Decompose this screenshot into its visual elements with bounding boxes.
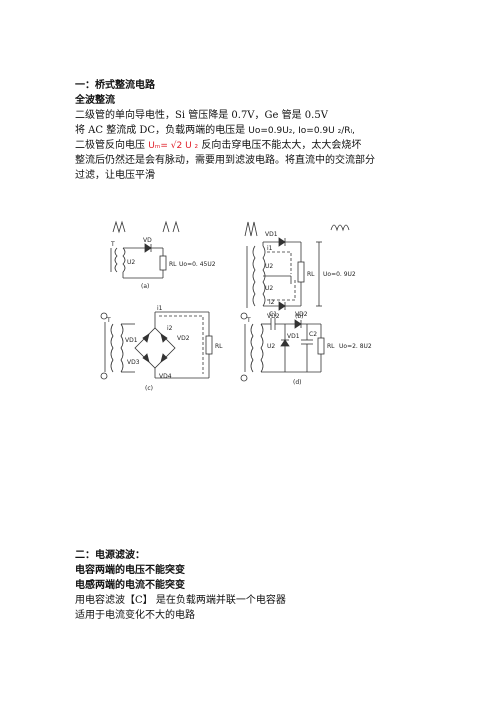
label-T-d: T	[246, 317, 251, 324]
label-T-c: T	[106, 317, 111, 324]
label-RL-d: RL	[327, 343, 335, 350]
section1-subtitle: 全波整流	[75, 95, 115, 106]
reverse-voltage-formula: Uₘ= √2 U ₂	[148, 141, 199, 151]
section1-line5: 过滤，让电压平滑	[75, 170, 155, 181]
output-wave-b	[330, 224, 350, 232]
section1-line4: 整流后仍然还是会有脉动，需要用到滤波电路。将直流中的交流部分	[75, 155, 375, 166]
label-C1-d: C1	[269, 311, 277, 318]
label-i1-b: i1	[267, 245, 273, 252]
label-VD3-c: VD3	[127, 359, 140, 366]
label-RL-a: RL	[169, 261, 177, 268]
output-wave-a	[162, 220, 180, 233]
label-Uo-a: Uo=0. 45U2	[179, 261, 216, 268]
section2-line1: 电容两端的电压不能突变	[75, 565, 185, 576]
circuit-c	[100, 311, 213, 380]
label-U2-b-bottom: U2	[265, 285, 273, 292]
section2-title: 二：电源滤波：	[75, 550, 145, 561]
rectifier-circuits-figure: T VD U2 RL Uo=0. 45U2 (a) VD1 i1 U2 U2 i…	[100, 220, 372, 392]
label-U2-d: U2	[267, 343, 275, 350]
label-VD4-c: VD4	[159, 373, 172, 380]
label-i2-b: i2	[269, 299, 275, 306]
section2-line4: 适用于电流变化不大的电路	[75, 610, 195, 621]
section1-line2: 将 AC 整流成 DC，负载两端的电压是 Uo=0.9U₂, Io=0.9U ₂…	[75, 123, 475, 139]
label-c: (c)	[145, 385, 153, 392]
section2-line3: 用电容滤波【C】 是在负载两端并联一个电容器	[75, 595, 286, 606]
circuit-b	[244, 221, 350, 311]
section1-line2-text: 将 AC 整流成 DC，负载两端的电压是	[75, 125, 249, 136]
circuit-d	[240, 312, 325, 382]
section1-line3-tail: 反向击穿电压不能太大，太大会烧坏	[198, 140, 362, 151]
label-VD2-b: VD2	[267, 313, 280, 320]
label-a: (a)	[141, 283, 149, 290]
output-voltage-formula: Uo=0.9U₂, Io=0.9U ₂/Rₗ,	[248, 126, 355, 136]
label-RL-b: RL	[307, 271, 315, 278]
label-Uo-b: Uo=0. 9U2	[323, 271, 356, 278]
label-RL-c: RL	[215, 343, 223, 350]
label-VD2-d: VD2	[295, 311, 308, 318]
label-C2-d: C2	[309, 331, 317, 338]
section2-line2: 电感两端的电流不能突变	[75, 580, 185, 591]
label-T-a: T	[110, 241, 115, 248]
label-VD1-d: VD1	[287, 333, 300, 340]
input-wave-b	[244, 221, 258, 237]
circuit-a	[110, 220, 180, 279]
label-VD-a: VD	[143, 237, 152, 244]
label-i1-c: i1	[157, 305, 163, 312]
label-b: (b)	[295, 313, 304, 320]
section1-line1: 二级管的单向导电性，Si 管压降是 0.7V，Ge 管是 0.5V	[75, 110, 328, 121]
label-Uo-d: Uo=2. 8U2	[339, 343, 372, 350]
input-wave-a	[112, 220, 126, 234]
section1-line3-text: 二极管反向电压	[75, 140, 149, 151]
label-U2-b-top: U2	[265, 263, 273, 270]
label-U2-a: U2	[127, 259, 135, 266]
label-i2-c: i2	[167, 325, 173, 332]
section1-line3: 二极管反向电压 Uₘ= √2 U ₂ 反向击穿电压不能太大，太大会烧坏	[75, 138, 475, 154]
label-VD1-b: VD1	[265, 231, 278, 238]
label-VD1-c: VD1	[125, 337, 138, 344]
label-d: (d)	[293, 379, 302, 386]
label-VD2-c: VD2	[177, 335, 190, 342]
section1-title: 一：桥式整流电路	[75, 80, 155, 91]
